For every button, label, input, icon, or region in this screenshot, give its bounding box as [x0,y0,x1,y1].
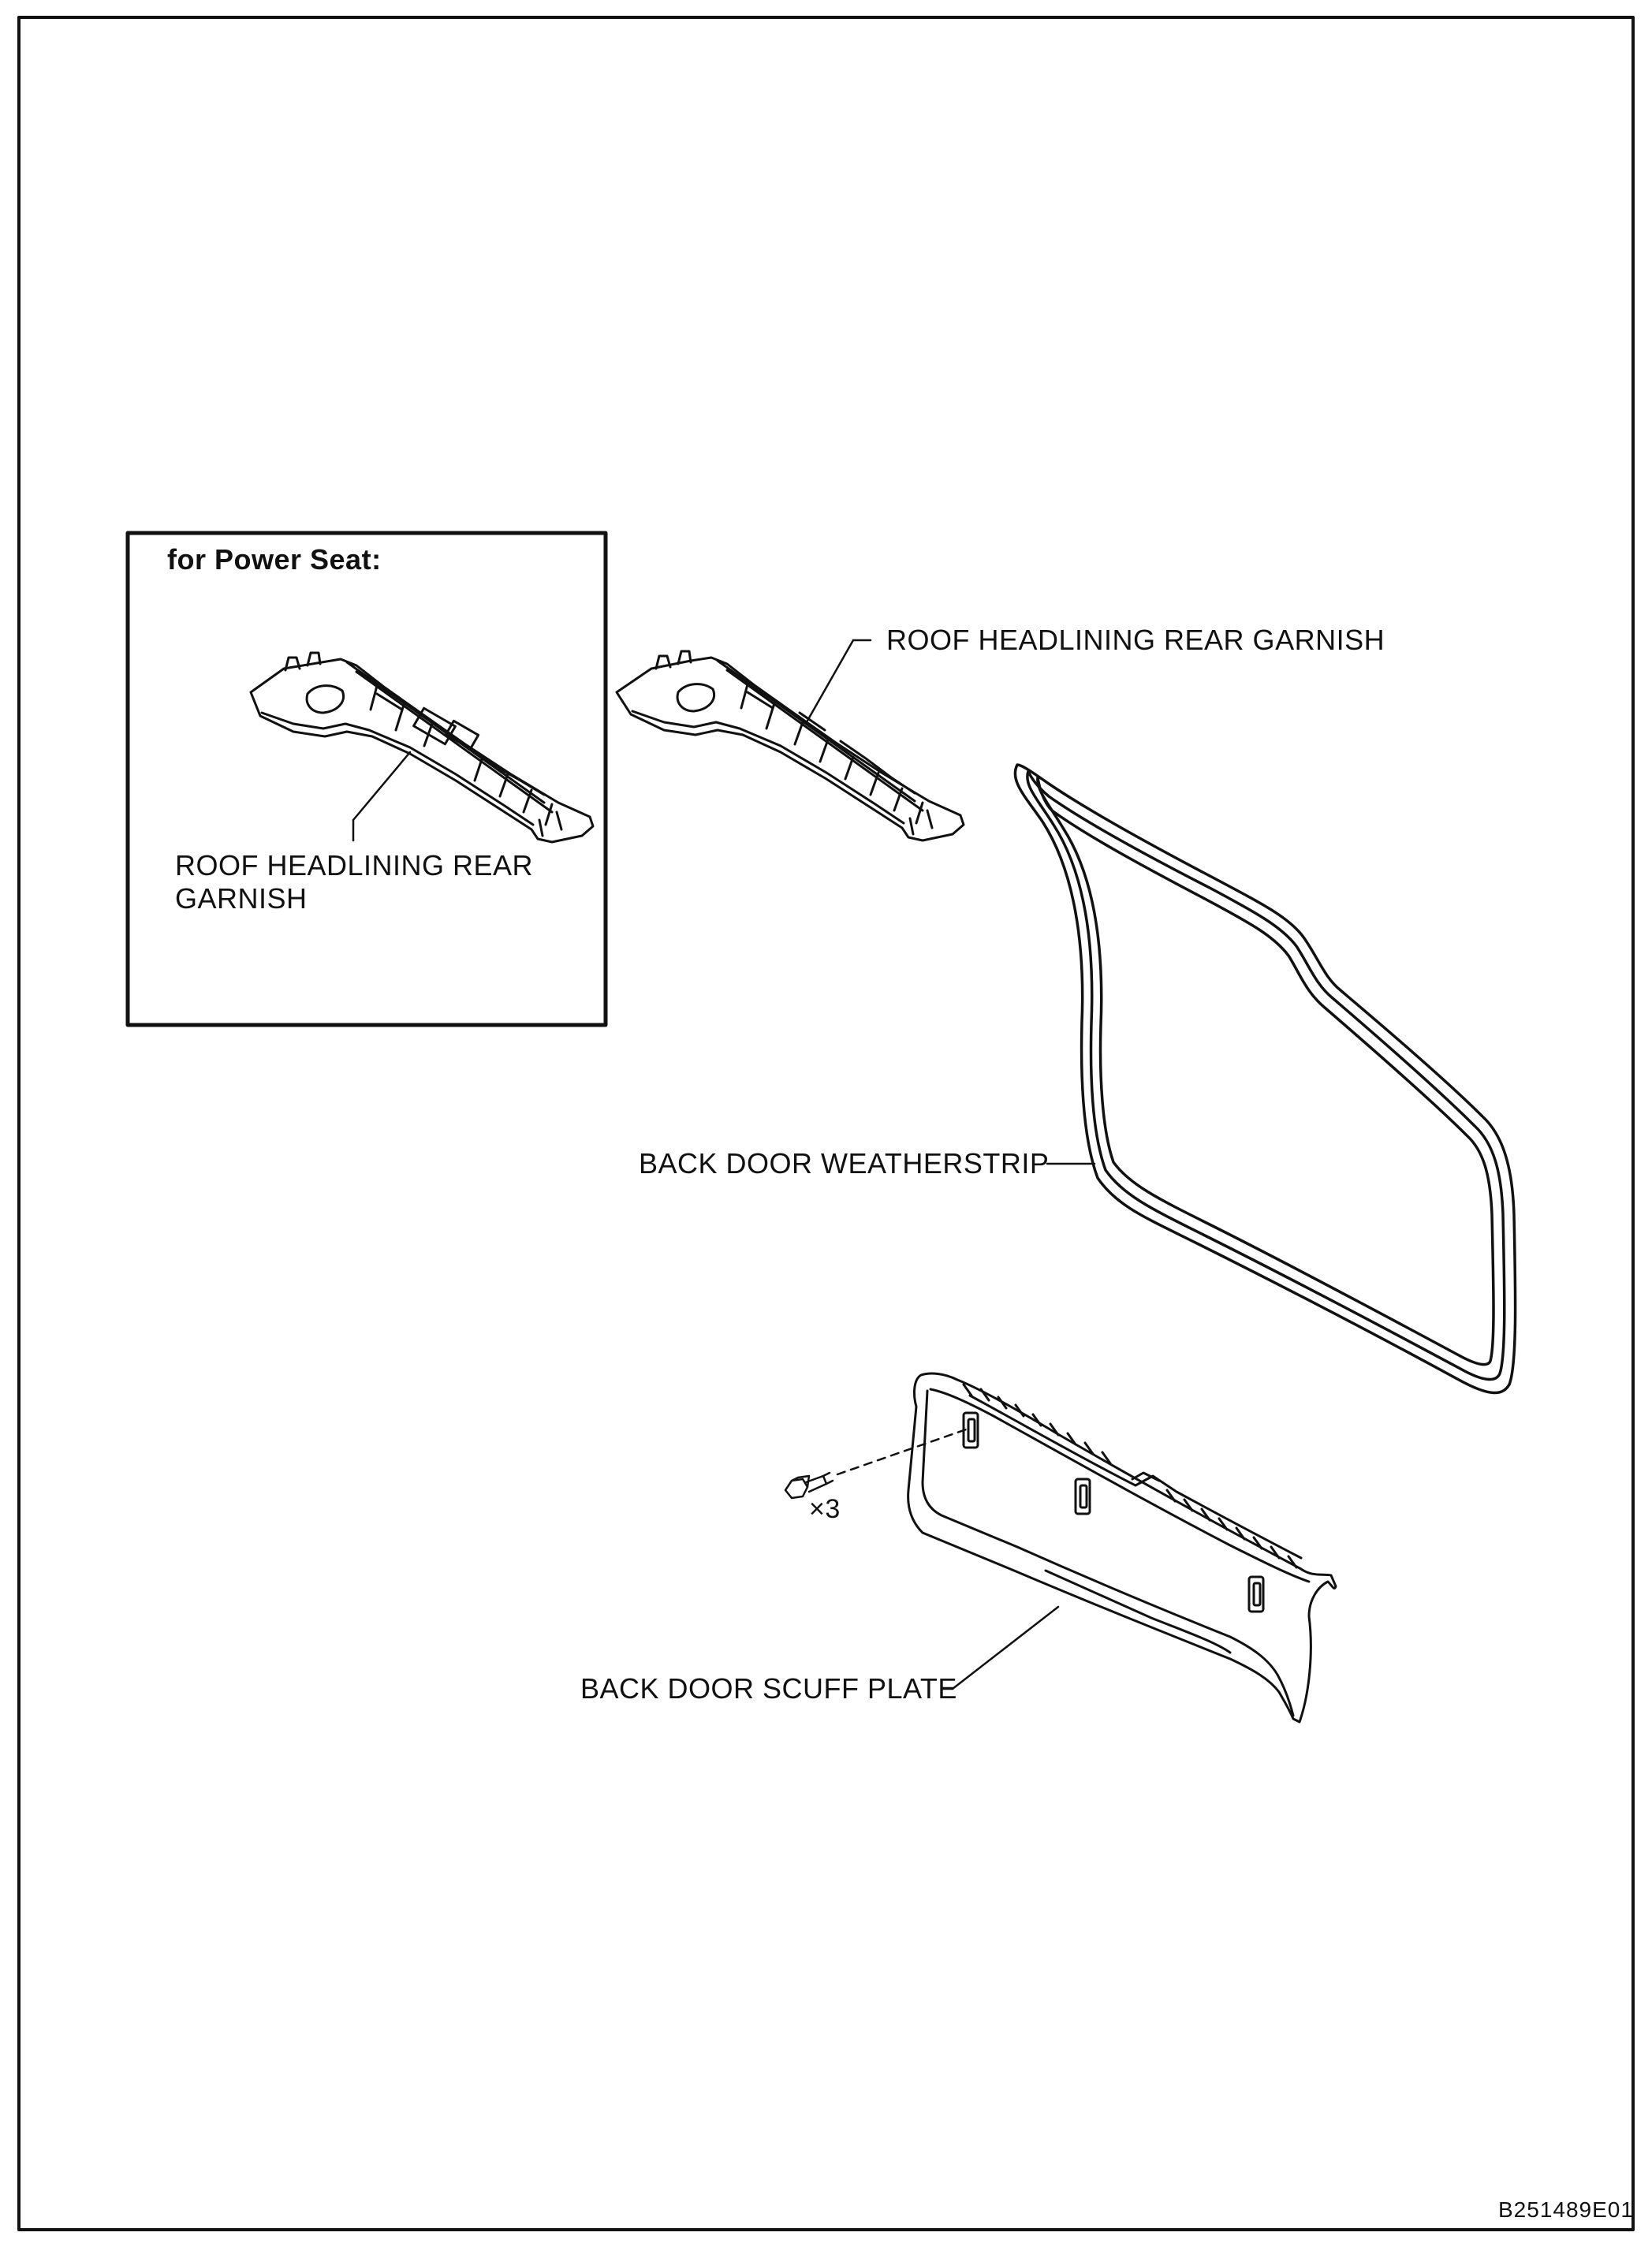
inset-part-label-line1: ROOF HEADLINING REAR [175,849,534,881]
bolt-drawing [784,1471,834,1500]
roof-garnish-leader-line [806,639,855,722]
inset-garnish-leader-line [352,751,412,822]
bolt-quantity-label: ×3 [809,1494,841,1524]
page-frame [17,16,1635,2231]
roof-headlining-rear-garnish-label: ROOF HEADLINING REAR GARNISH [886,624,1385,656]
inset-part-label-line2: GARNISH [175,882,308,915]
back-door-scuff-plate-label: BACK DOOR SCUFF PLATE [580,1672,957,1705]
inset-roof-headlining-rear-garnish-drawing [249,651,595,844]
scuff-plate-leader-line [951,1605,1060,1690]
bolt-dashed-line [836,1427,970,1476]
back-door-scuff-plate-drawing [907,1372,1337,1724]
inset-box [125,531,608,1027]
back-door-weatherstrip-label: BACK DOOR WEATHERSTRIP [639,1147,1050,1180]
inset-title: for Power Seat: [167,543,382,576]
back-door-weatherstrip-drawing [1013,763,1517,1395]
figure-id: B251489E01 [1498,2197,1634,2222]
roof-headlining-rear-garnish-drawing [615,650,965,842]
